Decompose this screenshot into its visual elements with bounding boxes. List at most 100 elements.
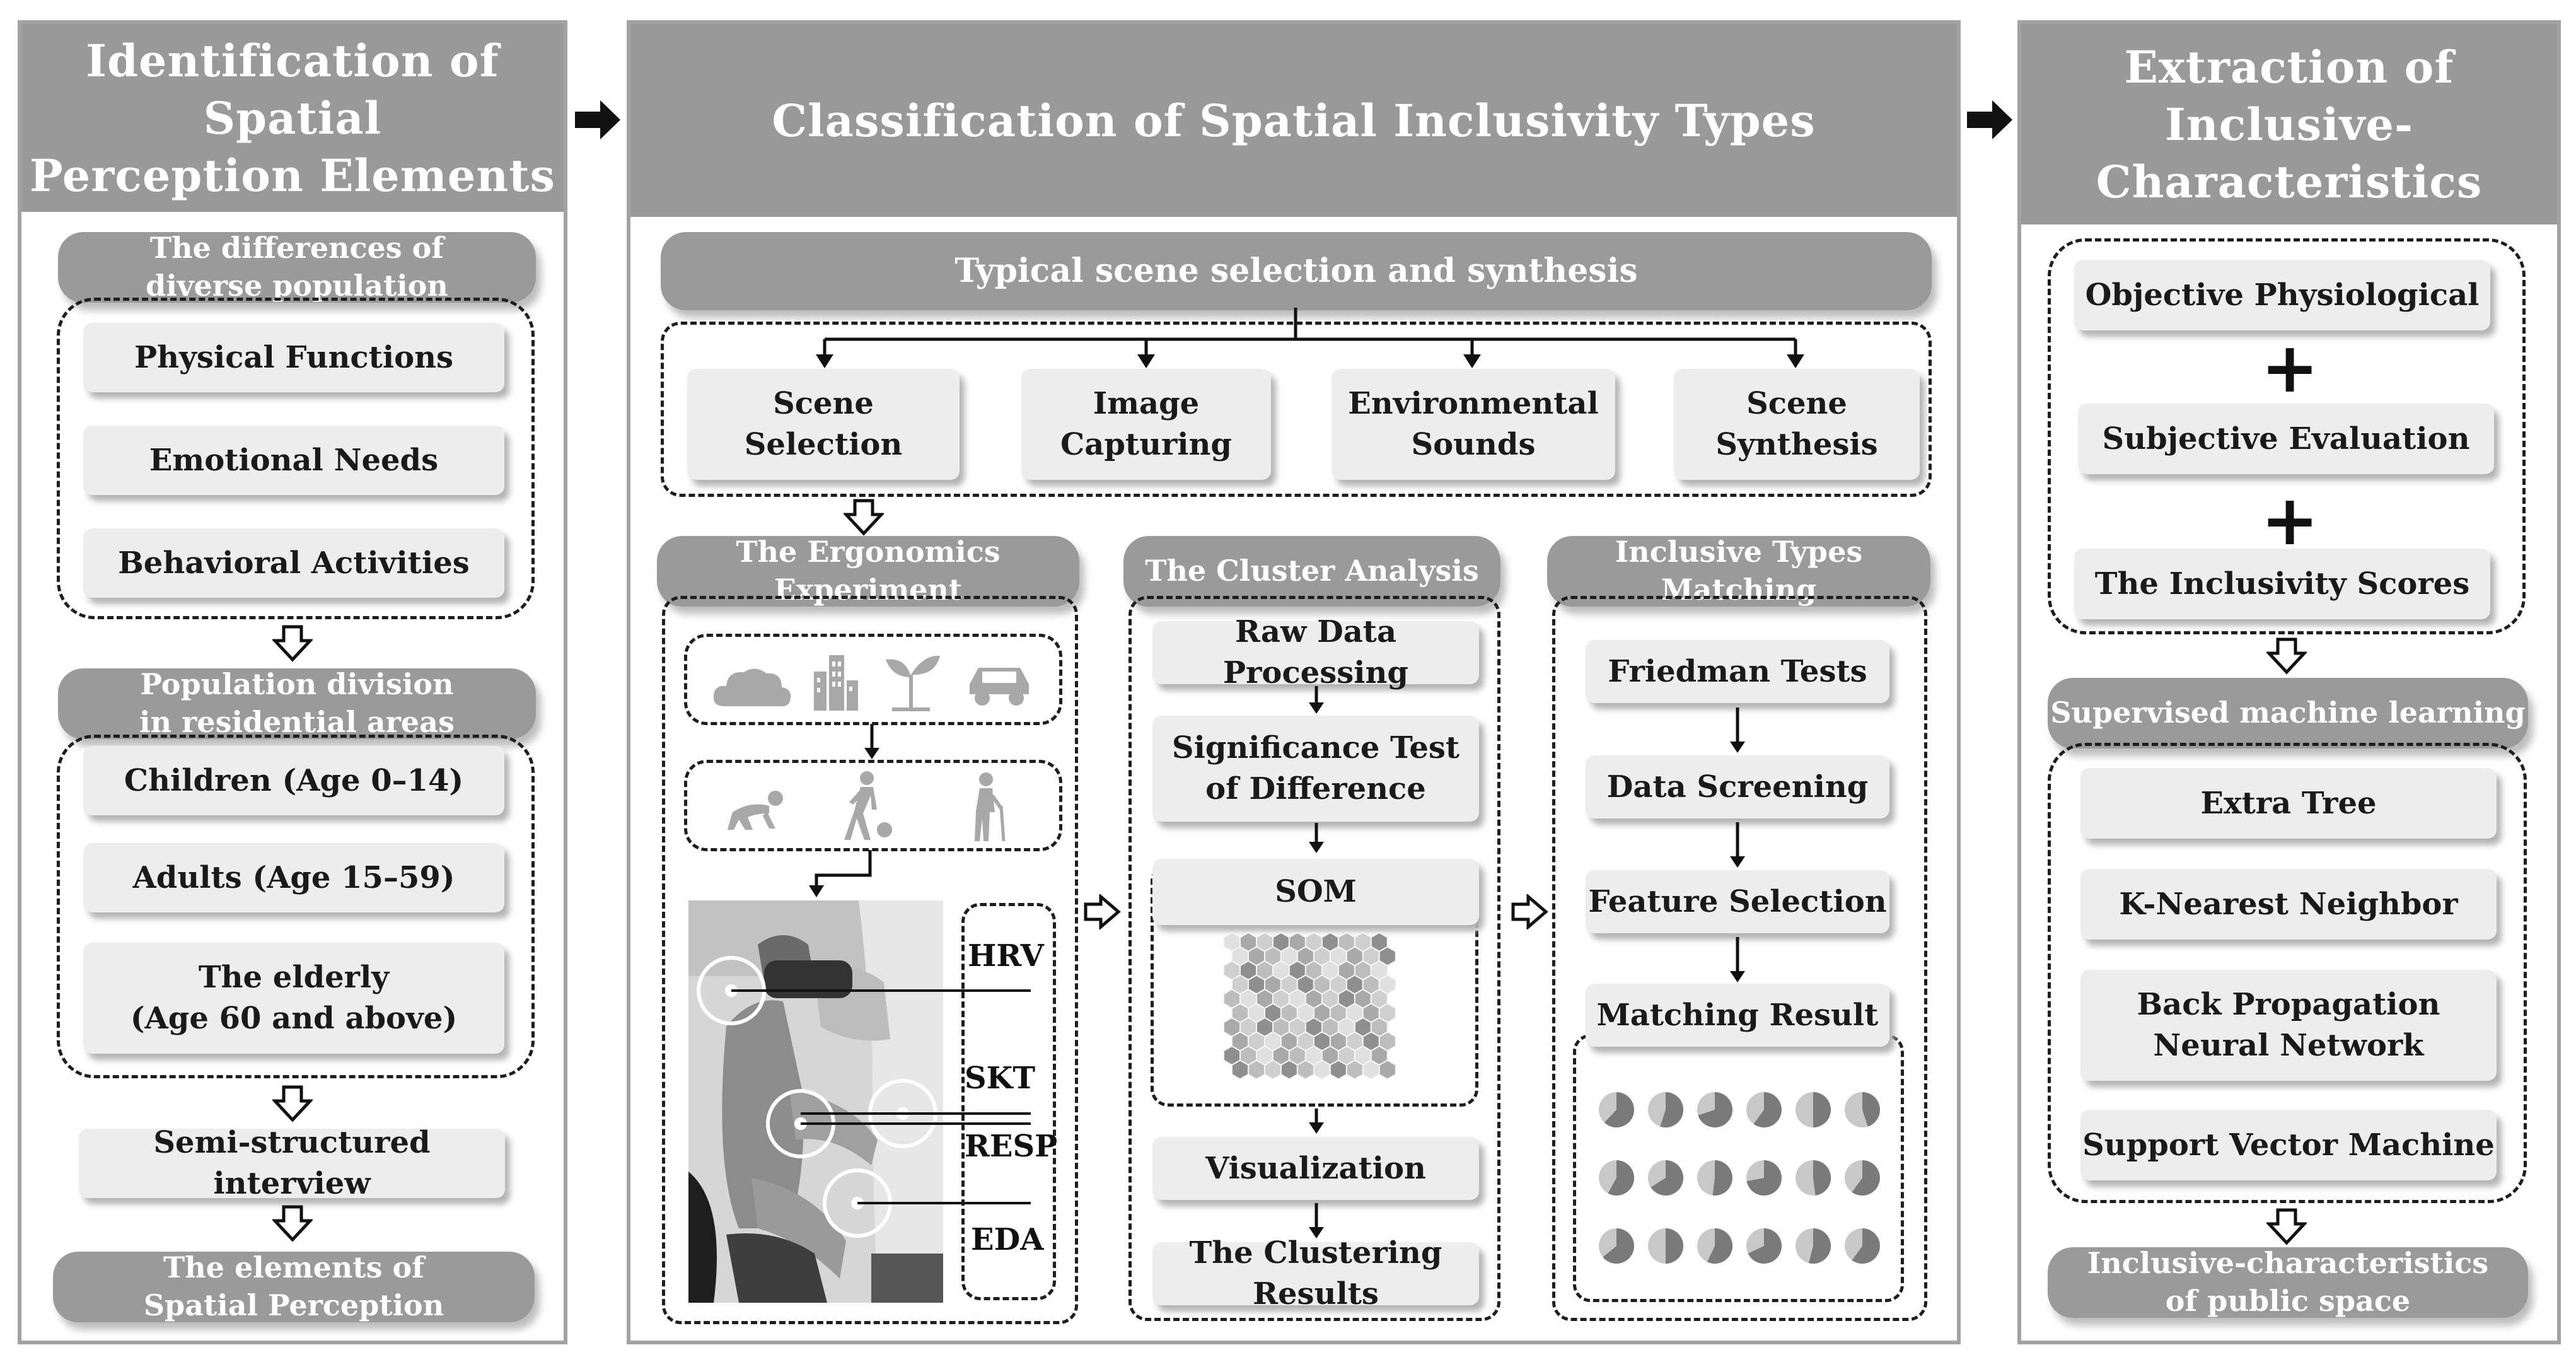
pie-slice bbox=[1862, 1092, 1880, 1127]
pill-supervised-machine-learning: Supervised machine learning bbox=[2048, 678, 2528, 748]
pill-inclusive-characteristics: Inclusive-characteristics of public spac… bbox=[2048, 1246, 2528, 1318]
column3-header: Extraction of Inclusive- Characteristics bbox=[2021, 24, 2557, 224]
pie-slice bbox=[1608, 1160, 1635, 1196]
down-arrow-icon bbox=[272, 625, 313, 662]
pie-slice bbox=[1748, 1228, 1782, 1264]
plus-icon: + bbox=[2261, 480, 2319, 561]
pie-slice bbox=[1813, 1092, 1831, 1127]
down-arrow-icon bbox=[2266, 1208, 2307, 1245]
step-friedman-tests: Friedman Tests bbox=[1586, 640, 1889, 703]
down-arrow-icon bbox=[1309, 1203, 1324, 1238]
item-k-nearest-neighbor: K-Nearest Neighbor bbox=[2080, 869, 2497, 940]
step-matching-result: Matching Result bbox=[1586, 984, 1889, 1047]
step-data-screening: Data Screening bbox=[1586, 755, 1889, 818]
group-ergonomics bbox=[662, 596, 1078, 1324]
som-hexagon-cell bbox=[1345, 1059, 1364, 1080]
pill-population-differences: The differences of diverse population bbox=[58, 231, 536, 303]
pill-scene-selection-synthesis: Typical scene selection and synthesis bbox=[661, 232, 1932, 310]
car-icon bbox=[970, 668, 1029, 706]
down-arrow-icon bbox=[1309, 1109, 1324, 1134]
pill-population-division: Population division in residential areas bbox=[58, 667, 536, 739]
group-differences bbox=[57, 298, 535, 619]
signal-label-hrv: HRV bbox=[968, 938, 1044, 974]
som-hexagon-cell bbox=[1248, 1059, 1265, 1080]
signal-label-eda: EDA bbox=[971, 1222, 1044, 1257]
group-scene-steps bbox=[661, 322, 1932, 497]
crawling-baby-icon bbox=[728, 791, 783, 830]
down-arrow-icon bbox=[1730, 937, 1745, 982]
item-semi-structured-interview: Semi-structured interview bbox=[79, 1125, 505, 1201]
item-elderly: The elderly (Age 60 and above) bbox=[83, 943, 504, 1054]
item-emotional-needs: Emotional Needs bbox=[83, 426, 504, 495]
right-outline-arrow-icon bbox=[1084, 894, 1121, 929]
down-arrow-icon bbox=[272, 1085, 313, 1122]
pie-chart-grid bbox=[1599, 1092, 1880, 1264]
pie-slice bbox=[1604, 1092, 1634, 1127]
group-physiological-signals bbox=[961, 903, 1056, 1300]
pie-slice bbox=[1712, 1160, 1732, 1196]
item-support-vector-machine: Support Vector Machine bbox=[2080, 1110, 2497, 1180]
pie-slice bbox=[1746, 1160, 1782, 1196]
step-visualization: Visualization bbox=[1152, 1137, 1479, 1200]
signal-leader-lines bbox=[731, 989, 1031, 1204]
item-behavioral-activities: Behavioral Activities bbox=[83, 528, 504, 598]
plus-icon: + bbox=[2261, 327, 2319, 408]
pill-ergonomics-experiment: The Ergonomics Experiment bbox=[657, 535, 1079, 607]
pie-slice bbox=[1852, 1228, 1880, 1264]
right-arrow-icon bbox=[575, 100, 620, 139]
som-hexagon-cell bbox=[1329, 1059, 1347, 1080]
item-image-capturing: Image Capturing bbox=[1021, 369, 1271, 480]
som-hexagon-cell bbox=[1313, 1059, 1331, 1080]
step-clustering-results: The Clustering Results bbox=[1152, 1235, 1479, 1312]
cloud-icon bbox=[713, 668, 791, 707]
group-cluster bbox=[1128, 596, 1500, 1321]
som-hexagon-cell bbox=[1280, 1059, 1298, 1080]
down-arrow-icon bbox=[844, 499, 884, 536]
pie-slice bbox=[1666, 1228, 1683, 1264]
step-raw-data-processing: Raw Data Processing bbox=[1152, 614, 1479, 690]
item-physical-functions: Physical Functions bbox=[83, 323, 504, 392]
item-objective-physiological: Objective Physiological bbox=[2074, 260, 2490, 330]
step-som: SOM bbox=[1152, 859, 1479, 925]
elderly-with-cane-icon bbox=[975, 772, 1006, 842]
group-people-icons bbox=[684, 760, 1062, 851]
adult-walking-icon bbox=[844, 771, 892, 840]
item-adults: Adults (Age 15–59) bbox=[83, 843, 504, 912]
group-age-division bbox=[57, 735, 535, 1078]
group-environment-icons bbox=[684, 634, 1062, 725]
down-arrow-icon bbox=[1730, 822, 1745, 868]
group-ml-models bbox=[2048, 743, 2527, 1203]
pill-inclusive-types-matching: Inclusive Types Matching bbox=[1547, 535, 1930, 607]
item-extra-tree: Extra Tree bbox=[2080, 768, 2497, 839]
signal-label-resp: RESP bbox=[965, 1129, 1058, 1164]
plant-icon bbox=[886, 655, 940, 711]
pie-slice bbox=[1813, 1160, 1831, 1196]
right-outline-arrow-icon bbox=[1511, 894, 1548, 929]
signal-label-skt: SKT bbox=[965, 1061, 1036, 1096]
som-hexagon-map bbox=[1223, 932, 1396, 1080]
pill-spatial-perception-elements: The elements of Spatial Perception bbox=[53, 1250, 535, 1322]
right-arrow-icon bbox=[1967, 100, 2012, 139]
som-hexagon-cell bbox=[1264, 1059, 1282, 1080]
pie-slice bbox=[1707, 1228, 1733, 1264]
connector-arrow bbox=[864, 724, 879, 759]
pie-slice bbox=[1809, 1228, 1831, 1264]
item-back-propagation: Back Propagation Neural Network bbox=[2080, 970, 2497, 1081]
connector-arrow bbox=[809, 850, 872, 897]
item-scene-selection: Scene Selection bbox=[687, 369, 960, 480]
pie-slice bbox=[1698, 1092, 1733, 1127]
step-significance-test: Significance Test of Difference bbox=[1152, 716, 1479, 822]
pie-slice bbox=[1852, 1160, 1880, 1196]
down-arrow-icon bbox=[272, 1205, 313, 1242]
item-environmental-sounds: Environmental Sounds bbox=[1332, 369, 1615, 480]
column1-header: Identification of Spatial Perception Ele… bbox=[21, 24, 564, 212]
item-inclusivity-scores: The Inclusivity Scores bbox=[2074, 549, 2490, 619]
buildings-icon bbox=[814, 655, 858, 711]
column2-header: Classification of Spatial Inclusivity Ty… bbox=[630, 24, 1957, 217]
pie-slice bbox=[1651, 1160, 1684, 1196]
group-matching bbox=[1552, 596, 1927, 1321]
down-arrow-icon bbox=[1730, 707, 1745, 753]
pie-slice bbox=[1660, 1092, 1684, 1127]
som-hexagon-cell bbox=[1231, 1059, 1249, 1080]
